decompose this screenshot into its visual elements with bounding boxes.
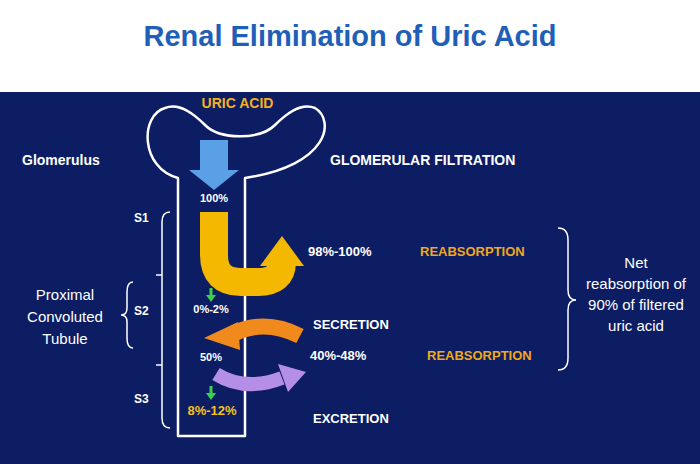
reabsorption-arrow-2 <box>216 374 282 384</box>
percent-value: 0%-2% <box>183 303 239 316</box>
segment-tick <box>156 364 162 366</box>
segment-label: S3 <box>134 393 149 407</box>
filtration-arrow-shaft <box>200 140 228 172</box>
excretion-arrow-head <box>206 393 216 400</box>
segment-bracket <box>162 212 170 428</box>
percent-value: 50% <box>186 351 236 364</box>
percent-value: 40%-48% <box>310 349 366 364</box>
process-label: GLOMERULAR FILTRATION <box>330 152 515 168</box>
substance-label: URIC ACID <box>195 95 280 111</box>
region-name: Proximal Convoluted Tubule <box>12 284 118 350</box>
percent-value: 100% <box>186 192 242 205</box>
part-name: Glomerulus <box>22 152 100 168</box>
leak-arrow <box>210 288 213 296</box>
reabsorption-arrow-head-2 <box>278 364 306 392</box>
process-label: SECRETION <box>313 318 389 333</box>
reabsorption-arrow <box>214 212 282 282</box>
excretion-arrow <box>210 386 213 394</box>
secretion-arrow-head <box>204 322 240 350</box>
region-brace <box>121 282 133 348</box>
secretion-arrow <box>232 326 300 336</box>
summary-note: Net reabsorption of 90% of filtered uric… <box>584 252 688 336</box>
percent-value: 8%-12% <box>180 404 244 419</box>
dark-panel <box>0 92 700 464</box>
process-label: EXCRETION <box>313 412 389 427</box>
filtration-arrow-head <box>189 170 239 190</box>
process-label: REABSORPTION <box>427 349 532 364</box>
leak-arrow-head <box>206 295 216 302</box>
process-label: REABSORPTION <box>420 245 525 260</box>
percent-value: 98%-100% <box>308 245 372 260</box>
segment-label: S2 <box>134 305 149 319</box>
summary-brace <box>558 228 576 370</box>
slide-title: Renal Elimination of Uric Acid <box>0 20 700 53</box>
tubule-outline <box>148 106 325 436</box>
reabsorption-arrow-head <box>260 236 304 266</box>
segment-label: S1 <box>134 212 149 226</box>
segment-tick <box>156 274 162 276</box>
